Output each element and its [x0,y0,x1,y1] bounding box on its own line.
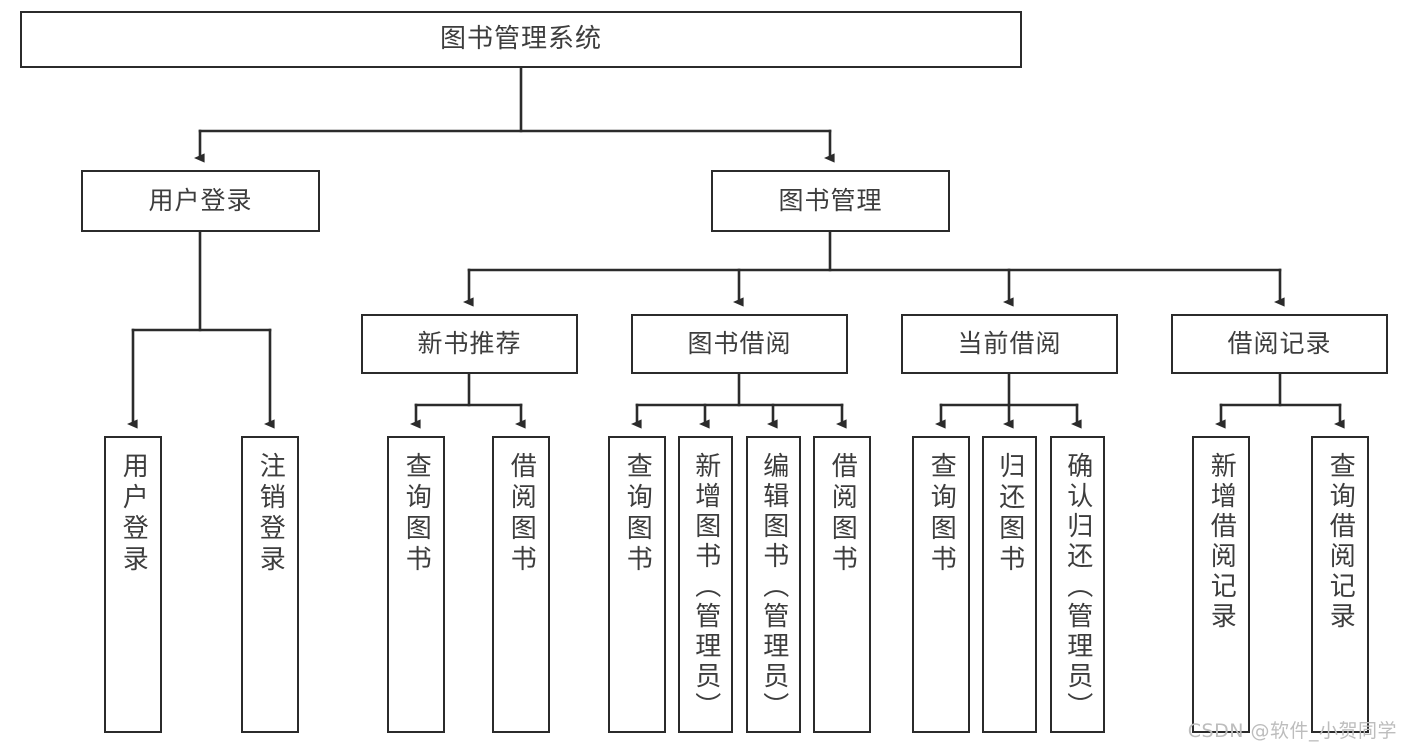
node-label: 用户登录 [148,186,253,216]
node-label: 借阅图书 [506,452,537,576]
node-leaf-query-book-2[interactable]: 查询图书 [608,436,666,733]
node-label: 用户登录 [118,452,149,576]
node-leaf-return-book[interactable]: 归还图书 [982,436,1037,733]
node-leaf-confirm-return-admin[interactable]: 确认归还（管理员） [1050,436,1105,733]
node-leaf-add-borrow-record[interactable]: 新增借阅记录 [1192,436,1250,733]
node-current-borrow[interactable]: 当前借阅 [901,314,1118,374]
node-label: 查询图书 [401,452,432,576]
node-label: 注销登录 [255,452,286,576]
node-leaf-user-login[interactable]: 用户登录 [104,436,162,733]
node-label: 确认归还（管理员） [1062,452,1093,722]
node-borrow-record[interactable]: 借阅记录 [1171,314,1388,374]
node-label: 借阅图书 [827,452,858,576]
node-label: 查询借阅记录 [1325,452,1356,632]
node-leaf-query-book-3[interactable]: 查询图书 [912,436,970,733]
node-book-manage[interactable]: 图书管理 [711,170,950,232]
node-label: 借阅记录 [1227,329,1332,359]
node-leaf-borrow-book-2[interactable]: 借阅图书 [813,436,871,733]
node-book-borrow[interactable]: 图书借阅 [631,314,848,374]
node-user-login[interactable]: 用户登录 [81,170,320,232]
node-leaf-add-book-admin[interactable]: 新增图书（管理员） [678,436,733,733]
node-label: 新书推荐 [417,329,522,359]
node-label: 图书管理 [778,186,883,216]
node-leaf-logout-login[interactable]: 注销登录 [241,436,299,733]
node-label: 新增借阅记录 [1206,452,1237,632]
node-new-book-recommend[interactable]: 新书推荐 [361,314,578,374]
node-root-book-management-system[interactable]: 图书管理系统 [20,11,1022,68]
node-leaf-borrow-book-1[interactable]: 借阅图书 [492,436,550,733]
node-label: 查询图书 [622,452,653,576]
node-leaf-query-book-1[interactable]: 查询图书 [387,436,445,733]
node-label: 新增图书（管理员） [690,452,721,722]
node-label: 编辑图书（管理员） [758,452,789,722]
node-leaf-edit-book-admin[interactable]: 编辑图书（管理员） [746,436,801,733]
node-label: 归还图书 [994,452,1025,576]
node-label: 当前借阅 [957,329,1062,359]
node-label: 查询图书 [926,452,957,576]
node-label: 图书借阅 [687,329,792,359]
node-leaf-query-borrow-record[interactable]: 查询借阅记录 [1311,436,1369,733]
node-label: 图书管理系统 [439,24,602,55]
